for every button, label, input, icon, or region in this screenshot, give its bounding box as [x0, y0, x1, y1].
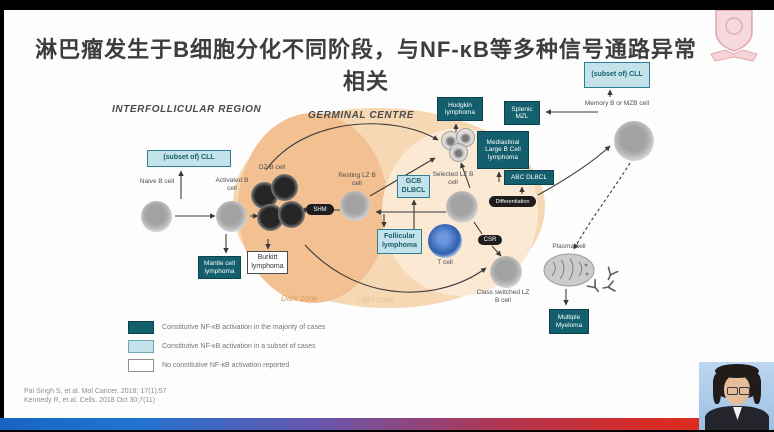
- antibody-icons: [586, 266, 619, 293]
- arrow-selected-csr: [473, 221, 483, 235]
- legend-row-subset: Constitutive NF-κB activation in a subse…: [128, 340, 408, 353]
- arrow-arc-to-hrs-cluster: [265, 123, 439, 171]
- cll-subset-left-box: (subset of) CLL: [147, 150, 231, 167]
- slide-title: 淋巴瘤发生于B细胞分化不同阶段，与NF-κB等多种信号通路异常相关: [35, 37, 697, 94]
- legend-label: Constitutive NF-κB activation in a subse…: [162, 343, 316, 350]
- legend-swatch-none: [128, 359, 154, 372]
- germinal-centre-label: GERMINAL CENTRE: [308, 110, 415, 121]
- presenter-hair-side: [753, 374, 761, 404]
- naive-b-cell-label: Naive B cell: [139, 178, 175, 185]
- nfkb-legend: Constitutive NF-κB activation in the maj…: [128, 321, 408, 378]
- gcb-dlbcl-box: GCB DLBCL: [397, 175, 430, 198]
- slide-footer-bar: [0, 418, 774, 430]
- class-switched-label: Class switched LZ B cell: [476, 289, 530, 305]
- presenter-glasses: [727, 387, 738, 395]
- light-zone-label: Light zone: [357, 295, 394, 304]
- presenter-fringe: [715, 364, 759, 378]
- hodgkin-lymphoma-box: Hodgkin lymphoma: [437, 97, 483, 121]
- legend-label: No constitutive NF-κB activation reporte…: [162, 362, 290, 369]
- plasma-cell: [543, 253, 595, 287]
- presenter-shirt: [733, 407, 742, 420]
- legend-label: Constitutive NF-κB activation in the maj…: [162, 324, 326, 331]
- splenic-mzl-box: Splenic MZL: [504, 101, 540, 125]
- resting-lz-b-cell: [340, 191, 370, 221]
- class-switched-lz-b-cell: [490, 256, 522, 288]
- hodgkin-cell-cluster: [441, 128, 479, 166]
- activated-b-cell-label: Activated B cell: [215, 177, 249, 193]
- csr-pill: CSR: [478, 235, 502, 245]
- citation-line: Kennedy R, et al. Cells. 2018 Oct 30;7(1…: [24, 397, 155, 405]
- presenter-video: [699, 362, 774, 430]
- t-cell-label: T cell: [437, 259, 453, 266]
- memory-b-cell-label: Memory B or MZB cell: [584, 100, 650, 107]
- cll-subset-right-box: (subset of) CLL: [584, 62, 650, 88]
- naive-b-cell: [141, 201, 172, 232]
- legend-swatch-subset: [128, 340, 154, 353]
- presenter-glasses: [739, 387, 750, 395]
- differentiation-pill: Differentiation: [489, 196, 536, 207]
- arrow-arc-lightzone-exit: [304, 244, 487, 293]
- shm-pill: SHM: [306, 204, 334, 215]
- plasma-cell-label: Plasma cell: [552, 243, 586, 250]
- arrow-selected-hrs: [460, 162, 471, 189]
- resting-lz-label: Resting LZ B cell: [338, 172, 376, 188]
- multiple-myeloma-box: Multiple Myeloma: [549, 309, 589, 334]
- citations: Pal Singh S, et al. Mol Cancer. 2018; 17…: [24, 387, 166, 406]
- presenter-hair-side: [713, 374, 721, 404]
- citation-line: Pal Singh S, et al. Mol Cancer. 2018; 17…: [24, 388, 167, 395]
- interfollicular-region-label: INTERFOLLICULAR REGION: [112, 104, 262, 115]
- legend-swatch-majority: [128, 321, 154, 334]
- abc-dlbcl-box: ABC DLBCL: [504, 170, 554, 185]
- selected-lz-b-cell: [446, 191, 478, 223]
- legend-row-majority: Constitutive NF-κB activation in the maj…: [128, 321, 408, 334]
- dark-zone-label: Dark zone: [281, 294, 318, 303]
- dz-b-cell-cluster: [251, 174, 309, 236]
- arrow-differentiation-memory: [537, 145, 611, 196]
- dz-cell: [271, 174, 298, 201]
- memory-b-cell: [614, 121, 654, 161]
- selected-lz-label: Selected LZ B cell: [432, 171, 474, 187]
- burkitt-lymphoma-box: Burkitt lymphoma: [247, 251, 288, 274]
- arrow-memory-plasma-dashed: [573, 162, 631, 250]
- mediastinal-lymphoma-box: Mediastinal Large B Cell lymphoma: [477, 131, 529, 169]
- dz-b-cell-label: DZ B cell: [258, 164, 286, 171]
- follicular-lymphoma-box: Follicular lymphoma: [377, 229, 422, 254]
- activated-b-cell: [216, 201, 247, 232]
- t-cell: [428, 224, 462, 258]
- dz-cell: [278, 201, 305, 228]
- arrow-csr-classswitched: [491, 245, 502, 257]
- legend-row-none: No constitutive NF-κB activation reporte…: [128, 359, 408, 372]
- hrs-cell: [449, 143, 468, 162]
- university-crest-logo: [710, 10, 758, 62]
- mantle-cell-lymphoma-box: Mantle cell lymphoma: [198, 256, 241, 279]
